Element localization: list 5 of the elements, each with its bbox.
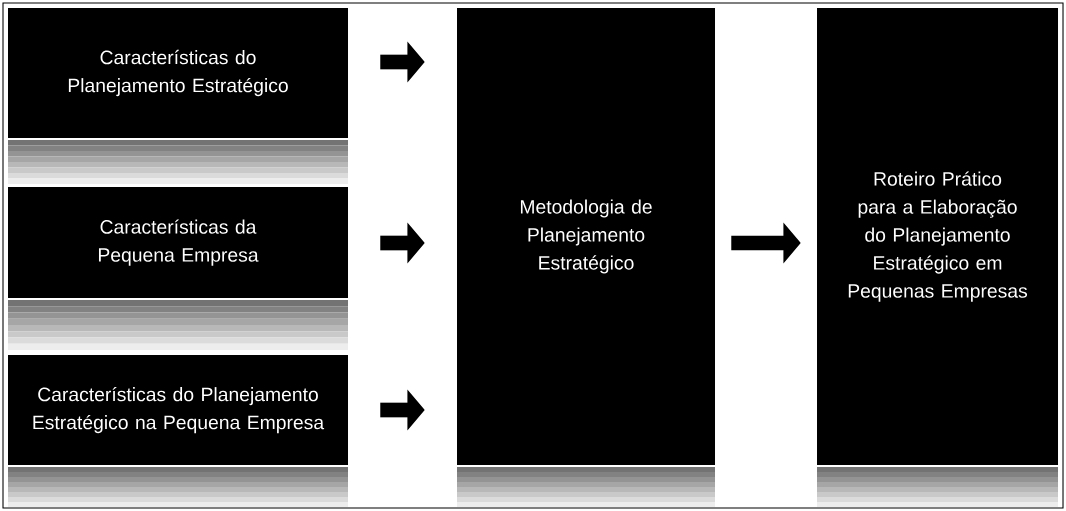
text-box: Características do Planejamento Estratégico na Pequena Empresa — [8, 355, 348, 465]
text-box: Características do Planejamento Estratégico — [8, 8, 348, 138]
text-box: Características da Pequena Empresa — [8, 187, 348, 298]
text-box: Metodologia de Planejamento Estratégico — [457, 8, 715, 465]
text-box: Roteiro Prático para a Elaboração do Planejamento Estratégico em Pequenas Empresas — [817, 8, 1058, 465]
